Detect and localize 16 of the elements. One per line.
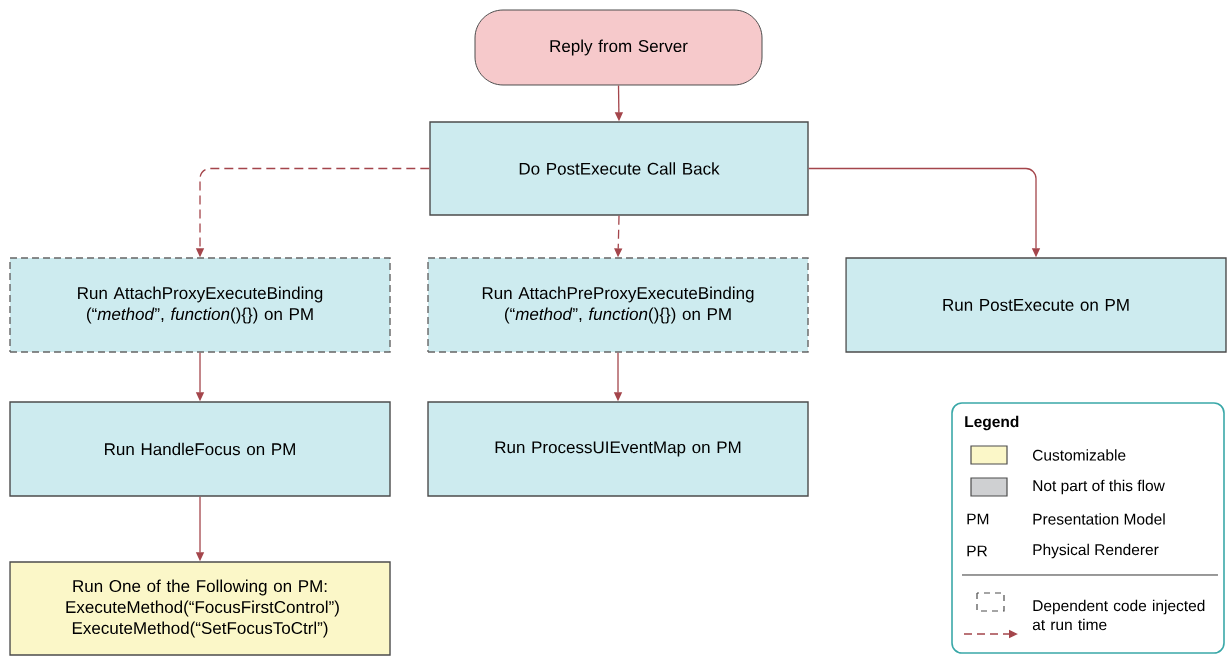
process-box: Run AttachProxyExecuteBinding (“method”, function(){}) on PM [9,257,391,353]
process-box: Run AttachPreProxyExecuteBinding (“method”, function(){}) on PM [427,257,809,353]
process-box: Run One of the Following on PM: ExecuteMethod(“FocusFirstControl”) ExecuteMethod(“SetFocusToCtrl”) [9,561,391,656]
process-box: Run PostExecute on PM [845,257,1227,353]
abbreviation: PM [967,513,989,525]
process-box: Run ProcessUIEventMap on PM [427,401,809,497]
start-terminal: Reply from Server [474,9,763,86]
legend-text: Dependent code injected at run time [1032,599,1205,631]
abbreviation: PR [967,545,987,557]
process-box: Do PostExecute Call Back [429,121,809,216]
legend-text: Physical Renderer [1033,543,1159,559]
process-box: Run HandleFocus on PM [9,401,391,497]
legend-text: Not part of this flow [1033,479,1165,495]
legend-title: Legend [965,415,1019,431]
legend-text: Presentation Model [1033,513,1165,525]
legend-text: Customizable [1033,449,1126,461]
